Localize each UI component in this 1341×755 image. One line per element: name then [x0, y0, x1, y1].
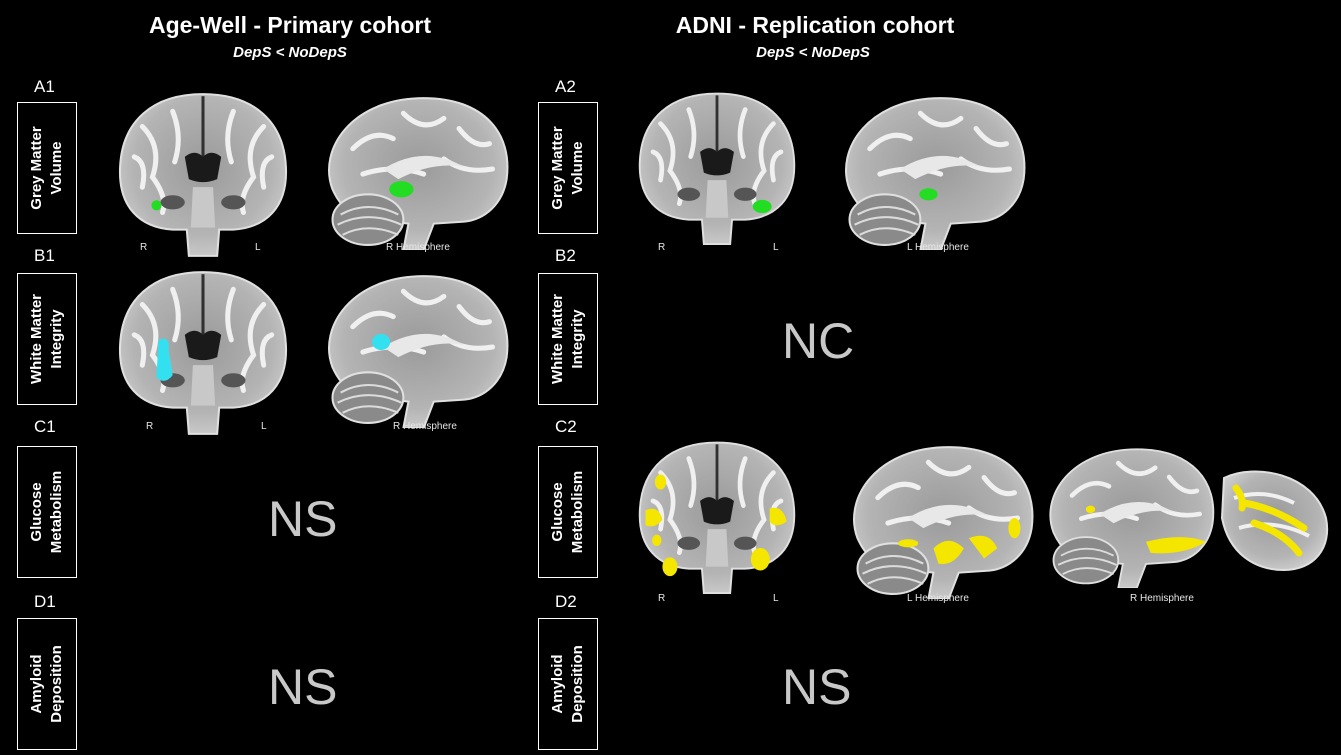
orientation-right-a2: R — [658, 242, 666, 253]
glucose-clusters-c2-lateral — [1232, 484, 1308, 557]
panel-label-c1: C1 — [34, 417, 56, 436]
glucose-clusters-c2-l-hemisphere — [898, 518, 1021, 564]
white-matter-cluster-b1-sagittal — [371, 333, 391, 351]
panel-label-b2: B2 — [555, 246, 576, 265]
result-ns-d1: NS — [268, 659, 338, 715]
orientation-left-a2: L — [773, 242, 779, 253]
sagittal-brain-slice-a1 — [311, 88, 516, 250]
sagittal-brain-slice-a2 — [828, 88, 1033, 250]
hemisphere-label-c2-left: L Hemisphere — [907, 593, 969, 604]
orientation-right-b1: R — [146, 421, 154, 432]
result-nc-b2: NC — [782, 313, 855, 369]
panel-label-b1: B1 — [34, 246, 55, 265]
grey-matter-cluster-a2-sagittal — [919, 188, 938, 201]
orientation-right-a1: R — [140, 242, 148, 253]
primary-cohort-title: Age-Well - Primary cohort — [148, 12, 432, 38]
panel-label-c2: C2 — [555, 417, 577, 436]
grey-matter-cluster-a1-sagittal — [389, 181, 414, 198]
replication-cohort-title: ADNI - Replication cohort — [675, 12, 955, 38]
coronal-brain-slice-a2 — [626, 86, 808, 246]
glucose-clusters-c2-coronal — [645, 474, 787, 577]
panel-label-d1: D1 — [34, 592, 56, 611]
replication-cohort-contrast: DepS < NoDepS — [756, 44, 870, 61]
white-matter-cluster-b1-coronal — [156, 338, 173, 381]
orientation-right-c2: R — [658, 593, 666, 604]
hemisphere-label-a2: L Hemisphere — [907, 242, 969, 253]
panel-label-d2: D2 — [555, 592, 577, 611]
grey-matter-cluster-a2-coronal — [752, 199, 772, 214]
lateral-brain-slice-c2 — [1220, 470, 1329, 572]
panel-label-a1: A1 — [34, 77, 55, 96]
coronal-brain-slice-b1 — [112, 264, 294, 436]
sagittal-brain-slice-b1 — [311, 266, 516, 428]
result-ns-c1: NS — [268, 491, 338, 547]
sagittal-brain-slice-c2-medial — [1035, 438, 1220, 590]
orientation-left-b1: L — [261, 421, 267, 432]
glucose-clusters-c2-medial — [1085, 505, 1207, 554]
grey-matter-cluster-a1-coronal — [151, 200, 162, 211]
hemisphere-label-c2-right: R Hemisphere — [1130, 593, 1194, 604]
coronal-brain-slice-a1 — [112, 86, 294, 258]
orientation-left-c2: L — [773, 593, 779, 604]
panel-label-a2: A2 — [555, 77, 576, 96]
primary-cohort-contrast: DepS < NoDepS — [233, 44, 347, 61]
sagittal-brain-slice-c2-left — [836, 437, 1041, 599]
result-ns-d2: NS — [782, 659, 852, 715]
orientation-left-a1: L — [255, 242, 261, 253]
hemisphere-label-a1: R Hemisphere — [386, 242, 450, 253]
coronal-brain-slice-c2 — [626, 435, 808, 595]
hemisphere-label-b1: R Hemisphere — [393, 421, 457, 432]
